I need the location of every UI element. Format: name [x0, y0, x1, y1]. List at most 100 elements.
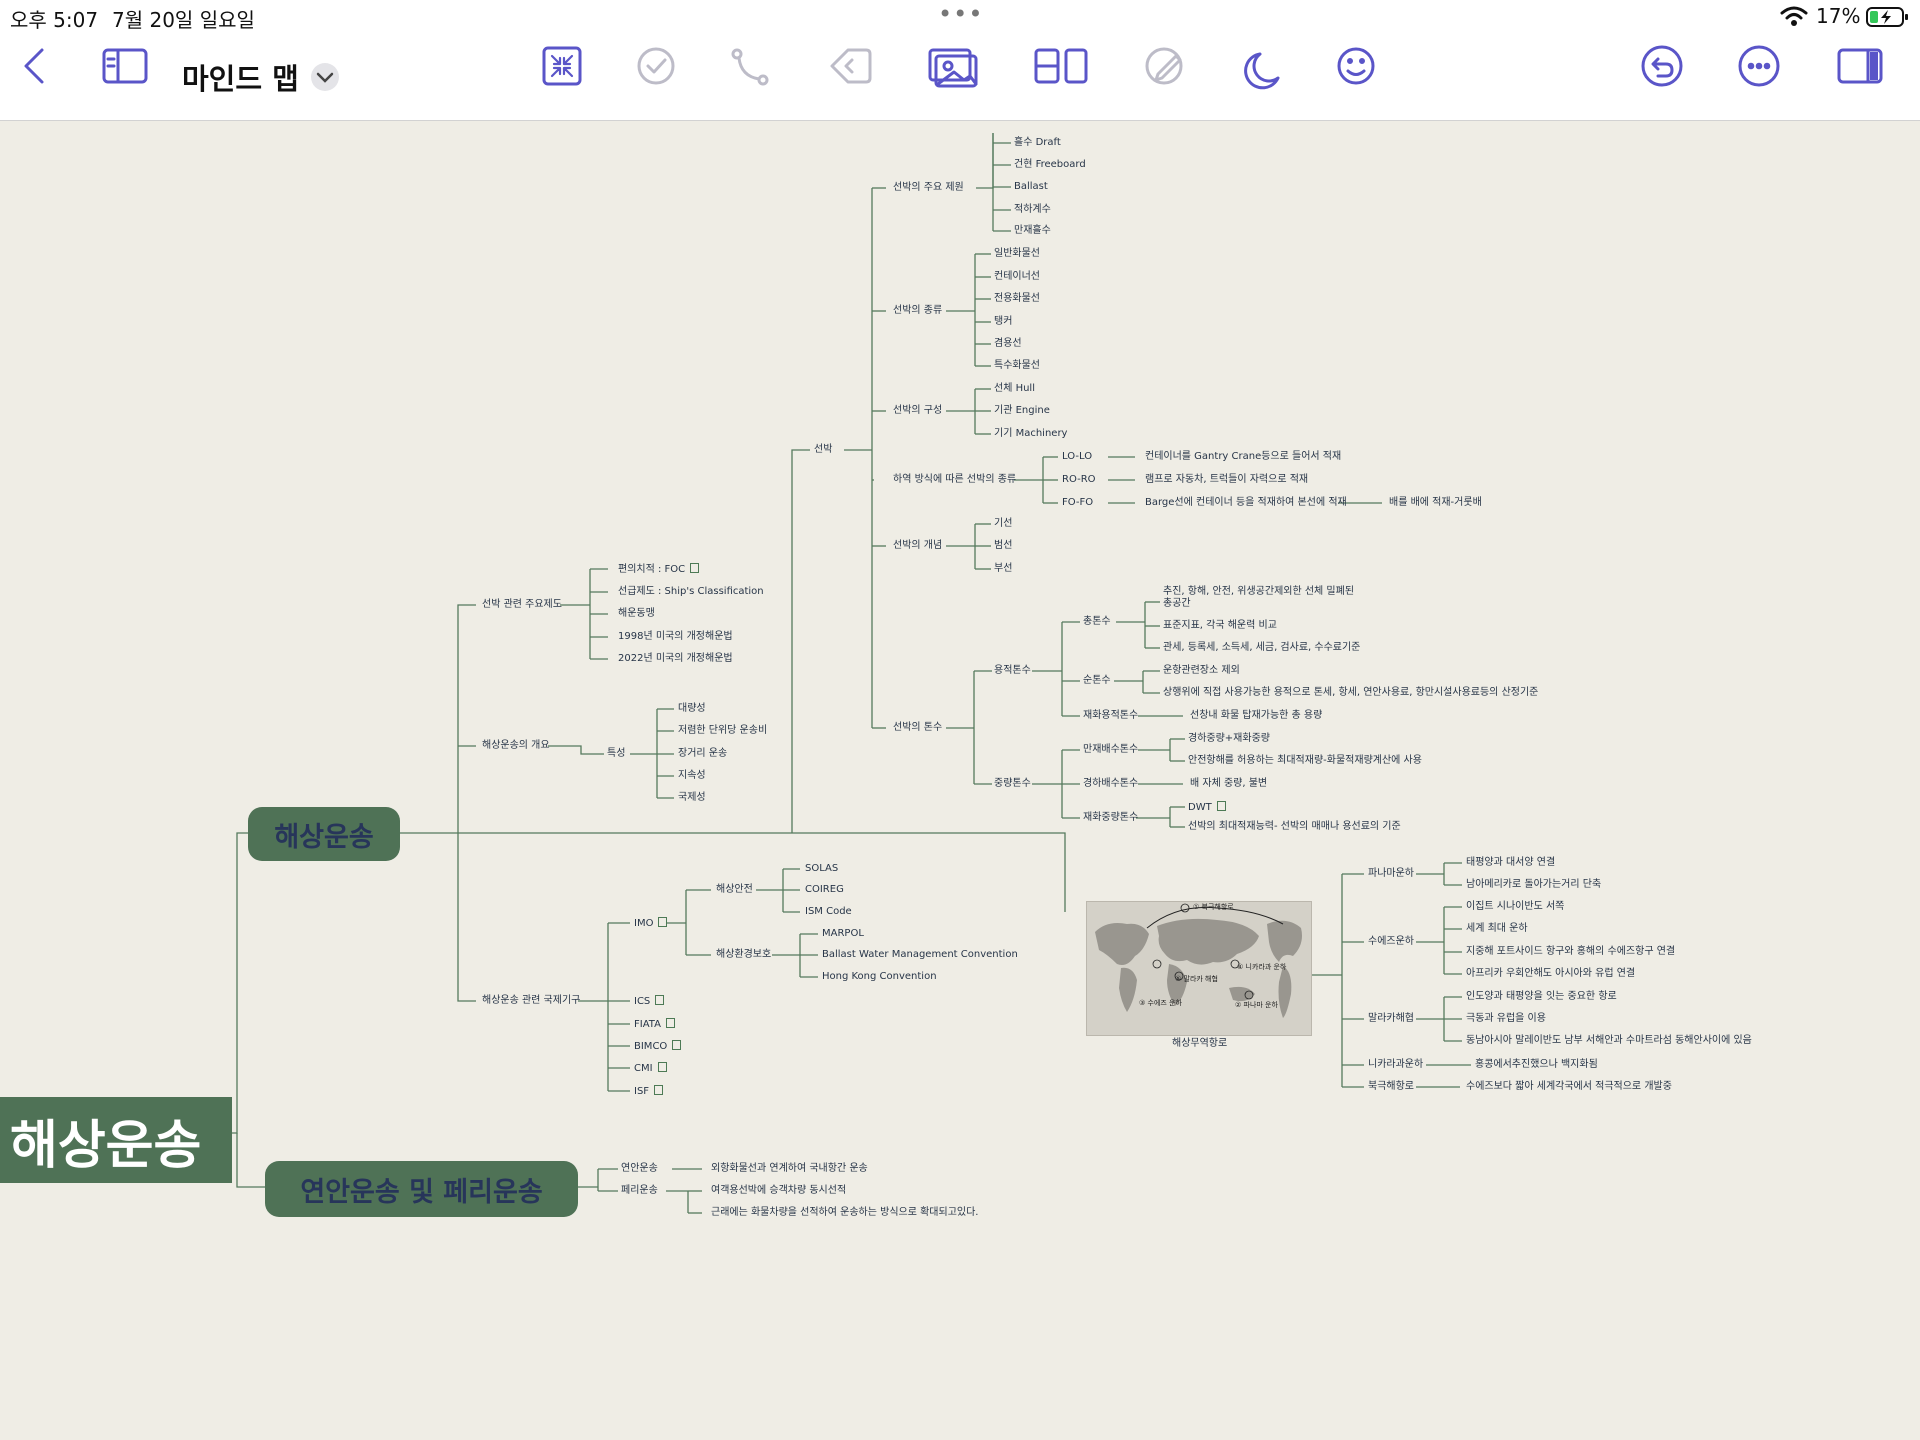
- note-icon[interactable]: [690, 563, 700, 573]
- net-item[interactable]: 상행위에 직접 사용가능한 용적으로 톤세, 항세, 연안사용료, 항만시설사용…: [1163, 687, 1539, 698]
- org-item[interactable]: FIATA: [634, 1018, 675, 1031]
- feature-item[interactable]: 대량성: [678, 703, 706, 714]
- type-item[interactable]: 컨테이너선: [994, 271, 1040, 282]
- type-item[interactable]: 전용화물선: [994, 293, 1040, 304]
- loading-extra[interactable]: 배를 배에 적재-거룻배: [1389, 497, 1482, 508]
- relationship-button[interactable]: [722, 48, 778, 104]
- system-item[interactable]: 해운동맹: [618, 608, 655, 619]
- nicaragua-desc[interactable]: 홍콩에서추진했으나 백지화됨: [1475, 1059, 1598, 1070]
- spec-item[interactable]: 만재흘수: [1014, 225, 1051, 236]
- collapse-button[interactable]: [534, 48, 590, 104]
- system-item[interactable]: 편의치적 : FOC: [618, 563, 700, 576]
- more-button[interactable]: [1731, 48, 1787, 104]
- org-item[interactable]: BIMCO: [634, 1040, 682, 1053]
- loading-desc[interactable]: 컨테이너를 Gantry Crane등으로 들어서 적재: [1145, 451, 1342, 462]
- topic-features[interactable]: 특성: [607, 748, 626, 759]
- note-icon[interactable]: [658, 917, 668, 927]
- dead-item[interactable]: DWT: [1188, 801, 1226, 814]
- safety-item[interactable]: SOLAS: [805, 863, 839, 874]
- loading-desc[interactable]: 램프로 자동차, 트럭들이 자력으로 적재: [1145, 474, 1309, 485]
- panama-item[interactable]: 태평양과 대서양 연결: [1466, 857, 1556, 868]
- suez-item[interactable]: 세계 최대 운하: [1466, 923, 1528, 934]
- system-item[interactable]: 선급제도 : Ship's Classification: [618, 586, 764, 597]
- topic-trade-routes[interactable]: 해상무역항로: [1172, 1038, 1228, 1049]
- concept-item[interactable]: 범선: [994, 540, 1013, 551]
- topic-net-tonnage[interactable]: 순톤수: [1083, 675, 1111, 686]
- arctic-desc[interactable]: 수에즈보다 짧아 세계각국에서 적극적으로 개발중: [1466, 1081, 1672, 1092]
- topic-nicaragua[interactable]: 니카라과운하: [1368, 1059, 1424, 1070]
- suez-item[interactable]: 아프리카 우회안해도 아시아와 유럽 연결: [1466, 968, 1636, 979]
- safety-item[interactable]: COIREG: [805, 884, 844, 895]
- env-item[interactable]: Hong Kong Convention: [822, 971, 937, 982]
- cargo-volume-desc[interactable]: 선창내 화물 탑재가능한 총 용량: [1190, 710, 1323, 721]
- topic-ship[interactable]: 선박: [814, 444, 833, 455]
- topic-ship-specs[interactable]: 선박의 주요 제원: [893, 182, 964, 193]
- topic-marine-environment[interactable]: 해상환경보호: [716, 949, 772, 960]
- topic-weight-tonnage[interactable]: 중량톤수: [994, 778, 1031, 789]
- central-topic[interactable]: 해상운송: [0, 1097, 232, 1183]
- full-item[interactable]: 안전항해를 허용하는 최대적재량-화물적재량계산에 사용: [1188, 755, 1422, 766]
- light-desc[interactable]: 배 자체 중량, 불변: [1190, 778, 1268, 789]
- topic-arctic[interactable]: 북극해항로: [1368, 1081, 1414, 1092]
- gross-item[interactable]: 표준지표, 각국 해운력 비교: [1163, 620, 1277, 631]
- topic-gross-tonnage[interactable]: 총톤수: [1083, 616, 1111, 627]
- boundary-button[interactable]: [822, 48, 878, 104]
- topic-full-displacement[interactable]: 만재배수톤수: [1083, 744, 1139, 755]
- note-icon[interactable]: [654, 1085, 664, 1095]
- org-item[interactable]: ICS: [634, 995, 665, 1008]
- org-item[interactable]: CMI: [634, 1062, 667, 1075]
- spec-item[interactable]: 적하계수: [1014, 204, 1051, 215]
- structure-item[interactable]: 기관 Engine: [994, 405, 1050, 416]
- title-menu-button[interactable]: [308, 48, 344, 104]
- malacca-item[interactable]: 극동과 유럽을 이용: [1466, 1013, 1546, 1024]
- loading-type[interactable]: FO-FO: [1062, 497, 1094, 508]
- image-button[interactable]: [924, 48, 980, 104]
- coastal-desc[interactable]: 외항화물선과 연계하여 국내항간 운송: [711, 1163, 868, 1174]
- undo-button[interactable]: [1634, 48, 1690, 104]
- note-icon[interactable]: [655, 995, 665, 1005]
- note-icon[interactable]: [657, 1062, 667, 1072]
- malacca-item[interactable]: 인도양과 태평양을 잇는 중요한 항로: [1466, 991, 1617, 1002]
- spec-item[interactable]: Ballast: [1014, 181, 1048, 192]
- topic-ship-concept[interactable]: 선박의 개념: [893, 540, 943, 551]
- net-item[interactable]: 운항관련장소 제외: [1163, 665, 1240, 676]
- note-icon[interactable]: [1216, 801, 1226, 811]
- spec-item[interactable]: 건현 Freeboard: [1014, 159, 1086, 170]
- type-item[interactable]: 특수화물선: [994, 360, 1040, 371]
- emoji-button[interactable]: [1328, 48, 1384, 104]
- concept-item[interactable]: 부선: [994, 563, 1013, 574]
- env-item[interactable]: Ballast Water Management Convention: [822, 949, 1018, 960]
- topic-ship-tonnage[interactable]: 선박의 톤수: [893, 722, 943, 733]
- feature-item[interactable]: 장거리 운송: [678, 748, 728, 759]
- suez-item[interactable]: 이집트 시나이반도 서쪽: [1466, 901, 1565, 912]
- concept-item[interactable]: 기선: [994, 518, 1013, 529]
- topic-maritime-safety[interactable]: 해상안전: [716, 884, 753, 895]
- mindmap-canvas[interactable]: 해상운송 해상운송 연안운송 및 페리운송 선박 선박의 주요 제원 흘수 Dr…: [0, 121, 1920, 1440]
- malacca-item[interactable]: 동남아시아 말레이반도 남부 서해안과 수마트라섬 동해안사이에 있음: [1466, 1035, 1752, 1046]
- spec-item[interactable]: 흘수 Draft: [1014, 137, 1061, 148]
- type-item[interactable]: 겸용선: [994, 338, 1022, 349]
- system-item[interactable]: 2022년 미국의 개정해운법: [618, 653, 733, 664]
- trade-route-map-image[interactable]: ① 북극해항로 ② 파나마 운하 ③ 수에즈 운하 ④ 니카라과 운하 ⑤ 말라…: [1086, 901, 1312, 1036]
- topic-malacca[interactable]: 말라카해협: [1368, 1013, 1414, 1024]
- structure-item[interactable]: 기기 Machinery: [994, 428, 1068, 439]
- ferry-item[interactable]: 근래에는 화물차량을 선적하여 운송하는 방식으로 확대되고있다.: [711, 1207, 979, 1218]
- topic-ship-structure[interactable]: 선박의 구성: [893, 405, 943, 416]
- org-item-imo[interactable]: IMO: [634, 917, 668, 930]
- topic-light-displacement[interactable]: 경하배수톤수: [1083, 778, 1139, 789]
- loading-type[interactable]: LO-LO: [1062, 451, 1093, 462]
- note-icon[interactable]: [665, 1018, 675, 1028]
- topic-international-orgs[interactable]: 해상운송 관련 국제기구: [482, 995, 581, 1006]
- note-icon[interactable]: [672, 1040, 682, 1050]
- topic-coastal-transport[interactable]: 연안운송: [621, 1163, 658, 1174]
- org-item[interactable]: ISF: [634, 1085, 664, 1098]
- structure-item[interactable]: 선체 Hull: [994, 383, 1035, 394]
- feature-item[interactable]: 저렴한 단위당 운송비: [678, 725, 768, 736]
- ferry-item[interactable]: 여객용선박에 승객차량 동시선적: [711, 1185, 847, 1196]
- pen-button[interactable]: [1136, 48, 1192, 104]
- layout-button[interactable]: [1033, 48, 1089, 104]
- dead-item[interactable]: 선박의 최대적재능력- 선박의 매매나 용선료의 기준: [1188, 821, 1401, 832]
- gross-item[interactable]: 관세, 등록세, 소득세, 세금, 검사료, 수수료기준: [1163, 642, 1361, 653]
- topic-ferry-transport[interactable]: 페리운송: [621, 1185, 658, 1196]
- document-title[interactable]: 마인드 맵: [182, 62, 299, 96]
